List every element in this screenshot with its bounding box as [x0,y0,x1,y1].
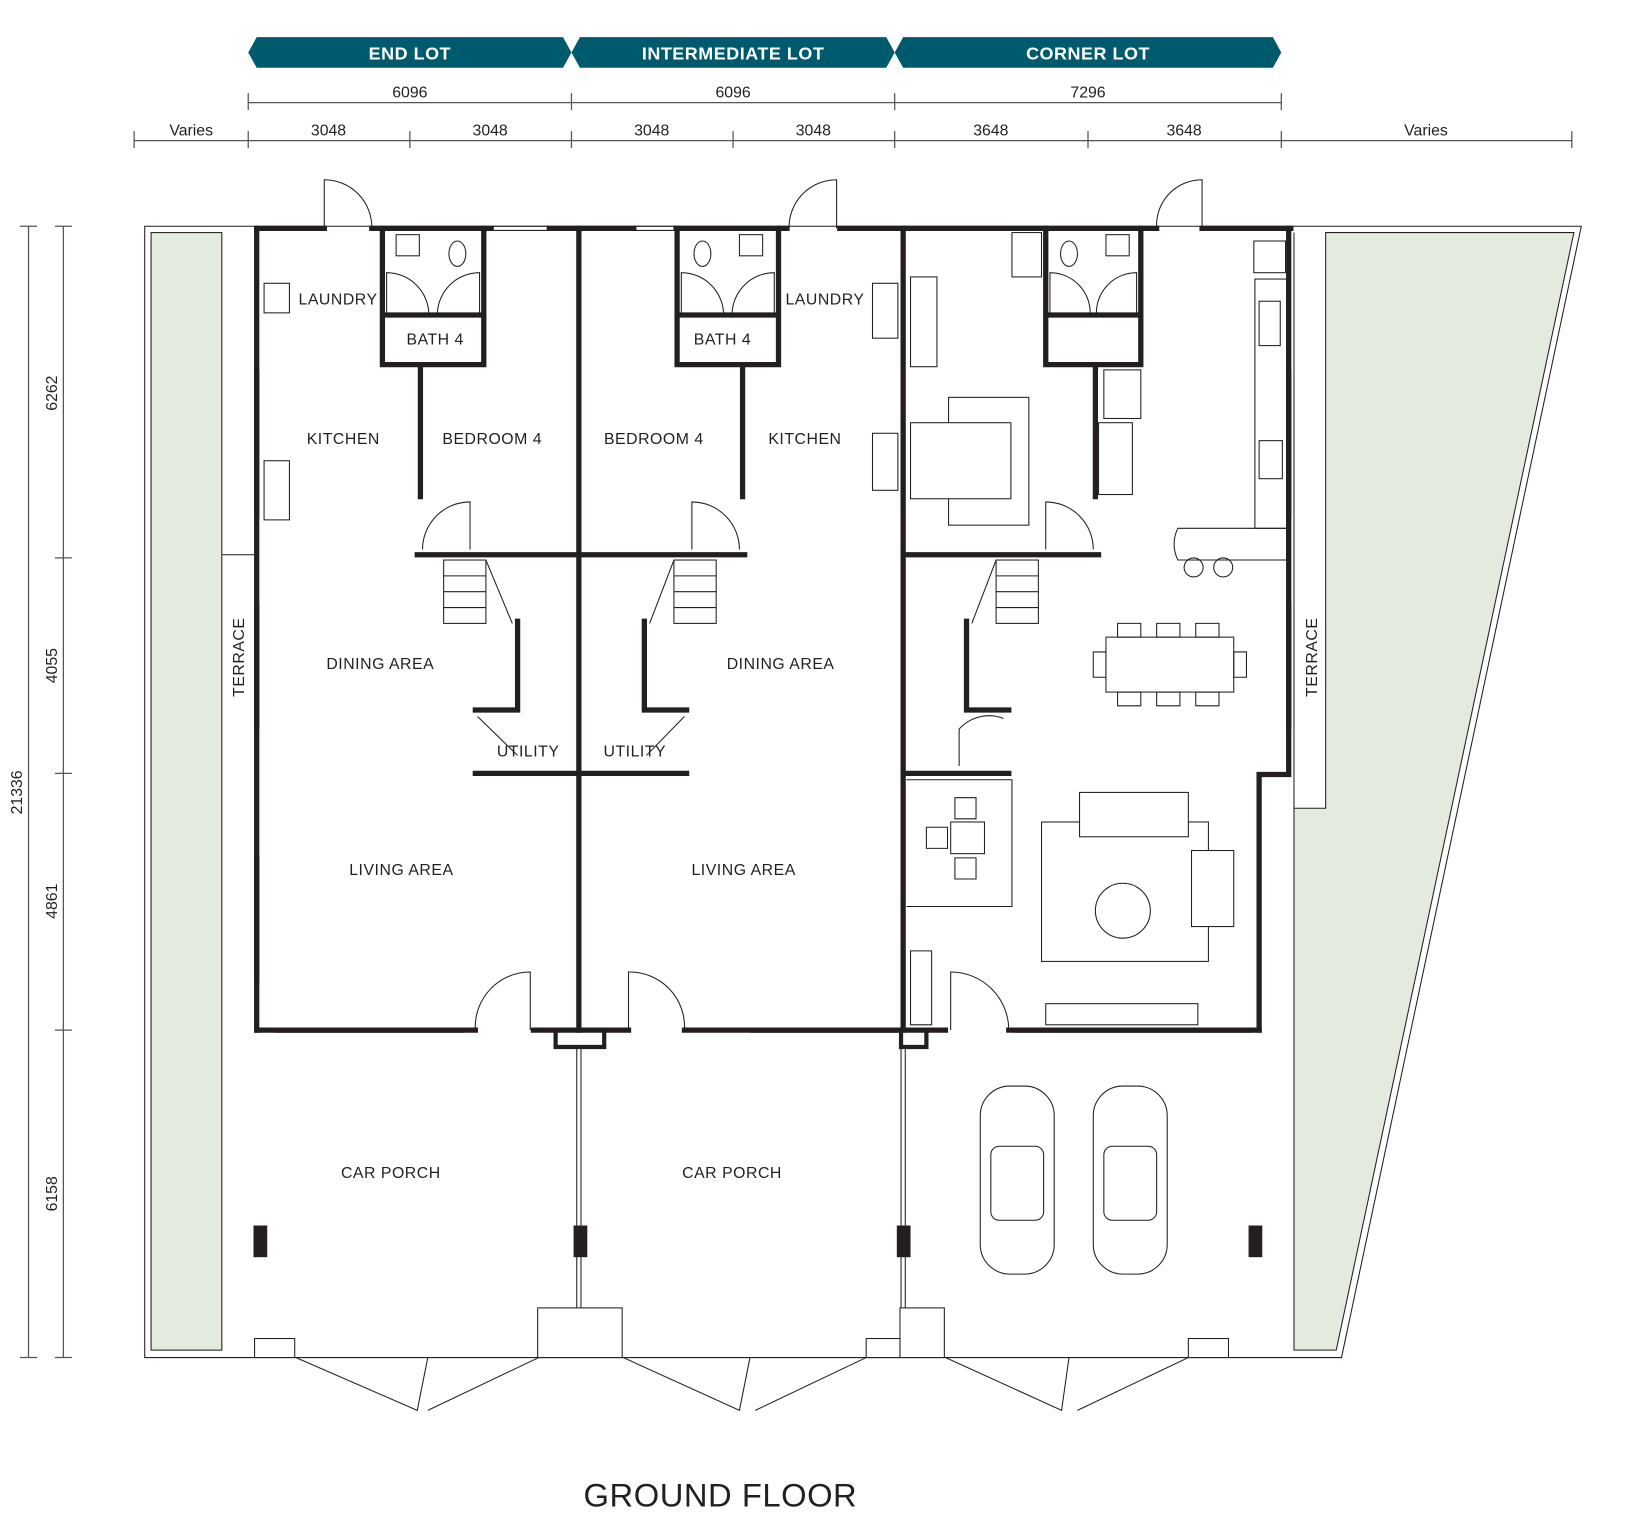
column [898,1027,929,1050]
column [896,1225,911,1258]
staircases [443,559,1039,624]
doors [323,179,1203,1031]
label-dining-intermediate: DINING AREA [727,656,835,673]
room-labels: LAUNDRY BATH 4 KITCHEN BEDROOM 4 DINING … [231,291,1321,1182]
label-utility-end: UTILITY [497,744,560,761]
label-living-intermediate: LIVING AREA [691,862,795,879]
top-dimensions: 6096 6096 7296 Varies 3048 3048 3048 304… [133,84,1573,149]
dim-depth-segment: 4861 [44,883,61,918]
front-door-intermediate [627,971,686,1031]
back-door-intermediate [788,179,838,229]
column [573,1225,588,1258]
label-bath-end: BATH 4 [406,332,463,349]
label-carporch-intermediate: CAR PORCH [682,1165,782,1182]
gate [623,1357,867,1412]
landscape-right [1293,232,1575,1351]
dim-segment: 3648 [1167,122,1202,139]
dim-varies-left: Varies [169,122,213,139]
plan-title: GROUND FLOOR [584,1476,858,1513]
label-kitchen-end: KITCHEN [307,431,380,448]
site [144,225,1582,1359]
label-terrace-left: TERRACE [231,618,248,697]
dim-segment: 3048 [473,122,508,139]
dim-intermediate-lot: 6096 [715,84,750,101]
column [253,1225,268,1258]
intermediate-lot-label: INTERMEDIATE LOT [642,43,825,63]
label-kitchen-intermediate: KITCHEN [768,431,841,448]
label-dining-end: DINING AREA [326,656,434,673]
end-lot-badge [248,37,572,68]
label-laundry-intermediate: LAUNDRY [785,291,864,308]
lot-badges: END LOT INTERMEDIATE LOT CORNER LOT [248,37,1282,68]
laundry-sink [263,282,290,314]
dim-corner-lot: 7296 [1070,84,1105,101]
label-living-end: LIVING AREA [349,862,453,879]
dim-varies-right: Varies [1404,122,1448,139]
landscape-left [150,232,223,1351]
label-bath-intermediate: BATH 4 [694,332,751,349]
label-carporch-end: CAR PORCH [341,1165,441,1182]
back-door-corner [1156,179,1203,229]
dim-segment: 3048 [311,122,346,139]
end-lot-label: END LOT [369,43,451,63]
sofa [1079,791,1189,838]
intermediate-lot-badge [571,37,895,68]
label-utility-intermediate: UTILITY [604,744,667,761]
label-laundry-end: LAUNDRY [298,291,377,308]
gate [295,1357,539,1412]
corner-lot-badge [894,37,1282,68]
dining-table [1105,636,1235,693]
front-door-end [474,971,531,1031]
label-bedroom-end: BEDROOM 4 [442,431,542,448]
dim-depth-segment: 6262 [44,376,61,411]
column [1248,1225,1263,1258]
dim-segment: 3048 [634,122,669,139]
car-icon [979,1085,1055,1275]
dim-depth-segment: 4055 [44,648,61,683]
column [553,1027,607,1050]
car-porch [253,1027,1263,1412]
label-bedroom-intermediate: BEDROOM 4 [604,431,704,448]
back-door-end [323,179,373,229]
dim-segment: 3648 [973,122,1008,139]
gate [945,1357,1189,1412]
dim-segment: 3048 [796,122,831,139]
dim-end-lot: 6096 [392,84,427,101]
label-terrace-right: TERRACE [1304,618,1321,697]
left-dimensions: 21336 6262 4055 4861 6158 [9,225,72,1359]
dim-total-depth: 21336 [9,770,26,814]
dim-depth-segment: 6158 [44,1176,61,1211]
front-door-corner [950,971,1010,1031]
rug [1040,821,1209,962]
car-icon [1092,1085,1168,1275]
corner-lot-label: CORNER LOT [1026,43,1150,63]
fixtures [263,232,1288,1026]
